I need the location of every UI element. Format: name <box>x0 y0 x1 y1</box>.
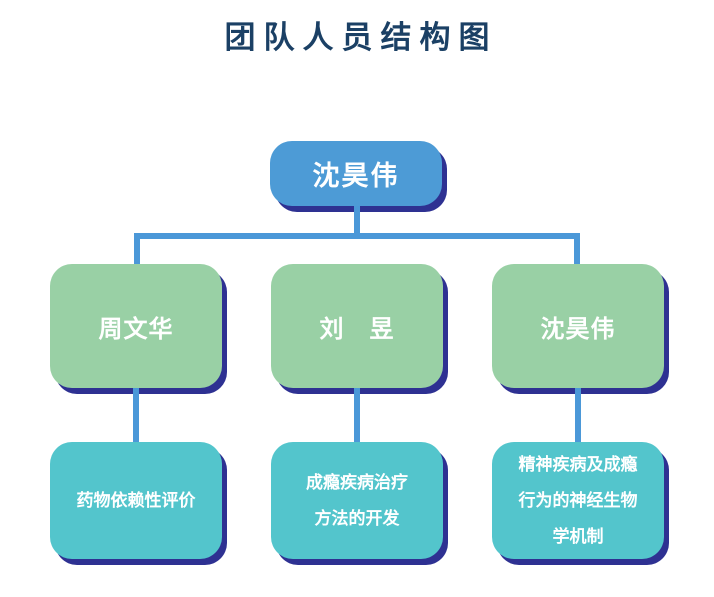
connector-root-drop <box>354 206 360 236</box>
connector-branch-right-drop <box>574 233 580 264</box>
topic-node-3: 精神疾病及成瘾 行为的神经生物 学机制 <box>492 442 664 559</box>
topic-node-1: 药物依赖性评价 <box>50 442 222 559</box>
topic-text-line: 行为的神经生物 <box>518 490 638 511</box>
connector-member3-topic <box>575 388 581 442</box>
topic-node-2: 成瘾疾病治疗 方法的开发 <box>271 442 443 559</box>
member-node-3: 沈昊伟 <box>492 264 664 388</box>
root-node-label: 沈昊伟 <box>312 161 400 192</box>
page-title: 团队人员结构图 <box>224 20 498 56</box>
topic-text-line: 精神疾病及成瘾 <box>518 454 638 475</box>
topic-text-line: 学机制 <box>552 526 604 547</box>
connector-member2-topic <box>354 388 360 442</box>
connector-branch-horizontal <box>134 233 580 239</box>
member-name-label: 刘 昱 <box>319 314 395 343</box>
connector-member1-topic <box>133 388 139 442</box>
member-name-label: 周文华 <box>98 314 174 343</box>
topic-text-line: 药物依赖性评价 <box>76 490 196 511</box>
member-name-label: 沈昊伟 <box>540 314 616 343</box>
member-node-1: 周文华 <box>50 264 222 388</box>
member-node-2: 刘 昱 <box>271 264 443 388</box>
connector-branch-left-drop <box>134 233 140 264</box>
topic-text-line: 方法的开发 <box>314 508 400 529</box>
root-node: 沈昊伟 <box>270 141 442 206</box>
topic-text-line: 成瘾疾病治疗 <box>306 472 408 493</box>
